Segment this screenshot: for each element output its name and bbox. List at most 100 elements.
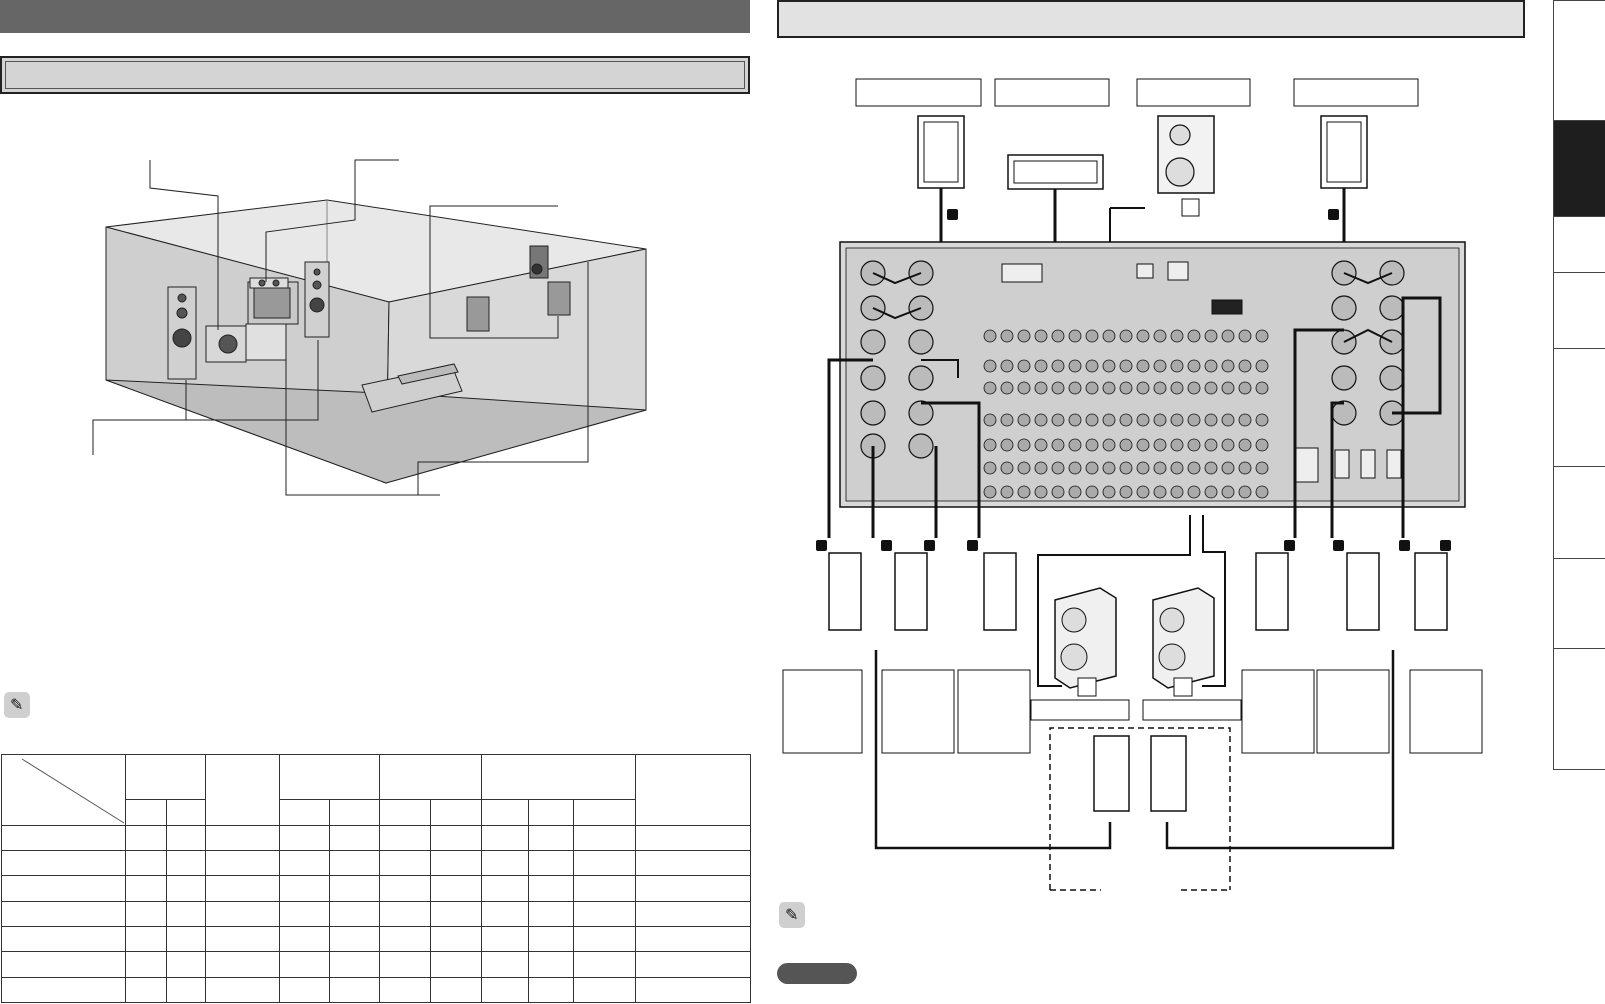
bottom-label-box-3 [957,669,1031,754]
pencil-note-icon: ✎ [4,692,30,718]
table-cell [572,850,637,877]
subwoofer-room [205,325,247,363]
rca-jack [1136,413,1150,427]
top-label-box-1 [855,78,982,107]
table-cell [279,875,330,902]
rca-jack [1051,329,1065,343]
table-cell [635,926,752,953]
top-label-box-4 [1293,78,1419,107]
table-cell [572,951,637,978]
rca-jack [1221,359,1235,373]
side-tab-1[interactable] [1553,0,1605,120]
table-cell [528,976,574,1004]
rca-jack [1255,438,1269,452]
table-cell [205,850,280,877]
side-tab-5[interactable] [1553,348,1605,466]
table-cell [572,824,637,852]
rca-jack [983,359,997,373]
ac-outlet-1 [1334,449,1350,479]
table-cell [1,951,126,978]
rca-jack [1153,485,1167,499]
rca-jack [1255,359,1269,373]
rca-jack [1170,438,1184,452]
table-header-group [635,754,752,826]
table-cell [572,875,637,902]
usb-port [1136,263,1154,279]
rca-jack [1034,381,1048,395]
rca-jack [1051,485,1065,499]
rca-jack [1017,438,1031,452]
bottom-label-box-5 [1316,669,1390,754]
table-cell [205,824,280,852]
side-index-tabs [1553,0,1605,770]
table-cell [166,951,206,978]
table-cell [279,824,330,852]
rca-jack [1238,413,1252,427]
table-cell [279,976,330,1004]
table-cell [329,824,380,852]
rca-jack [1068,413,1082,427]
rca-jack [1153,381,1167,395]
table-row [1,951,752,978]
rca-jack [1051,461,1065,475]
rca-jack [1221,461,1235,475]
rca-jack [1034,461,1048,475]
left-header-bar [0,0,750,33]
rca-jack [1051,381,1065,395]
rca-jack [1085,461,1099,475]
bottom-label-box-2 [881,669,955,754]
rca-jack [1136,381,1150,395]
left-section-subheading-bar [0,56,750,94]
rca-jack [1255,461,1269,475]
table-row [1,976,752,1004]
table-body [1,824,752,1004]
side-tab-7[interactable] [1553,558,1605,648]
bottom-subwoofers [1054,587,1215,689]
table-cell [166,850,206,877]
rca-jack [1102,438,1116,452]
table-cell [379,926,431,953]
rca-jack [1238,485,1252,499]
rca-jack [1170,329,1184,343]
table-corner-cell [1,754,126,826]
rca-jack [1085,413,1099,427]
side-tab-2-active[interactable] [1553,120,1605,216]
rca-jack [1119,438,1133,452]
rca-jack [1187,485,1201,499]
rca-jack [1221,381,1235,395]
table-cell [1,926,126,953]
rca-jack [1153,461,1167,475]
table-cell [635,900,752,928]
table-header-group [279,754,380,800]
table-header-group [480,754,637,800]
rca-jack [1068,381,1082,395]
side-tab-6[interactable] [1553,466,1605,558]
table-cell [1,850,126,877]
surround-back-speaker [547,281,571,316]
rca-jack [1136,438,1150,452]
callout-line-3 [429,205,559,339]
table-subheader [572,798,637,826]
rca-jack [1221,329,1235,343]
rca-jack [1170,413,1184,427]
rca-jack [1068,485,1082,499]
rca-jack [1085,485,1099,499]
table-cell [166,824,206,852]
rca-jack [1238,381,1252,395]
side-tab-8[interactable] [1553,648,1605,770]
rca-jack [1068,359,1082,373]
table-cell [635,951,752,978]
table-cell [329,900,380,928]
table-cell [1,976,126,1004]
rca-jack [1085,381,1099,395]
rca-jack [1051,413,1065,427]
rca-jack [1119,413,1133,427]
table-cell [481,875,529,902]
table-cell [430,926,482,953]
side-tab-4[interactable] [1553,272,1605,348]
side-tab-3[interactable] [1553,216,1605,272]
table-cell [635,976,752,1004]
table-cell [279,951,330,978]
table-cell [205,875,280,902]
